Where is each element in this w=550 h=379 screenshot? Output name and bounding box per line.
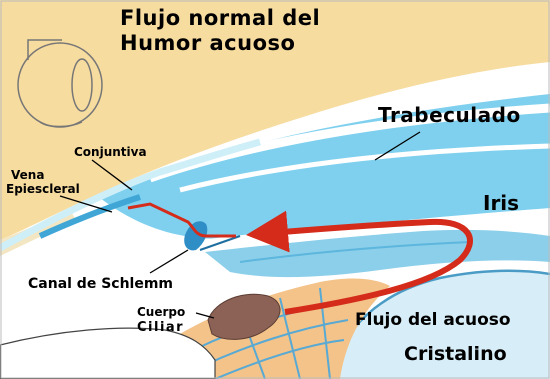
title-line-2: Humor acuoso: [120, 33, 295, 54]
label-ciliar: Ciliar: [137, 321, 184, 334]
label-cuerpo: Cuerpo: [137, 306, 185, 318]
label-epiescleral: Epiescleral: [6, 183, 80, 195]
label-canal-schlemm: Canal de Schlemm: [28, 277, 173, 291]
label-iris: Iris: [483, 193, 519, 213]
label-vena: Vena: [11, 169, 44, 181]
label-trabeculado: Trabeculado: [378, 105, 521, 125]
title-line-1: Flujo normal del: [120, 8, 320, 29]
label-conjuntiva: Conjuntiva: [74, 146, 147, 158]
label-flujo-acuoso: Flujo del acuoso: [355, 312, 511, 329]
label-cristalino: Cristalino: [404, 345, 507, 364]
